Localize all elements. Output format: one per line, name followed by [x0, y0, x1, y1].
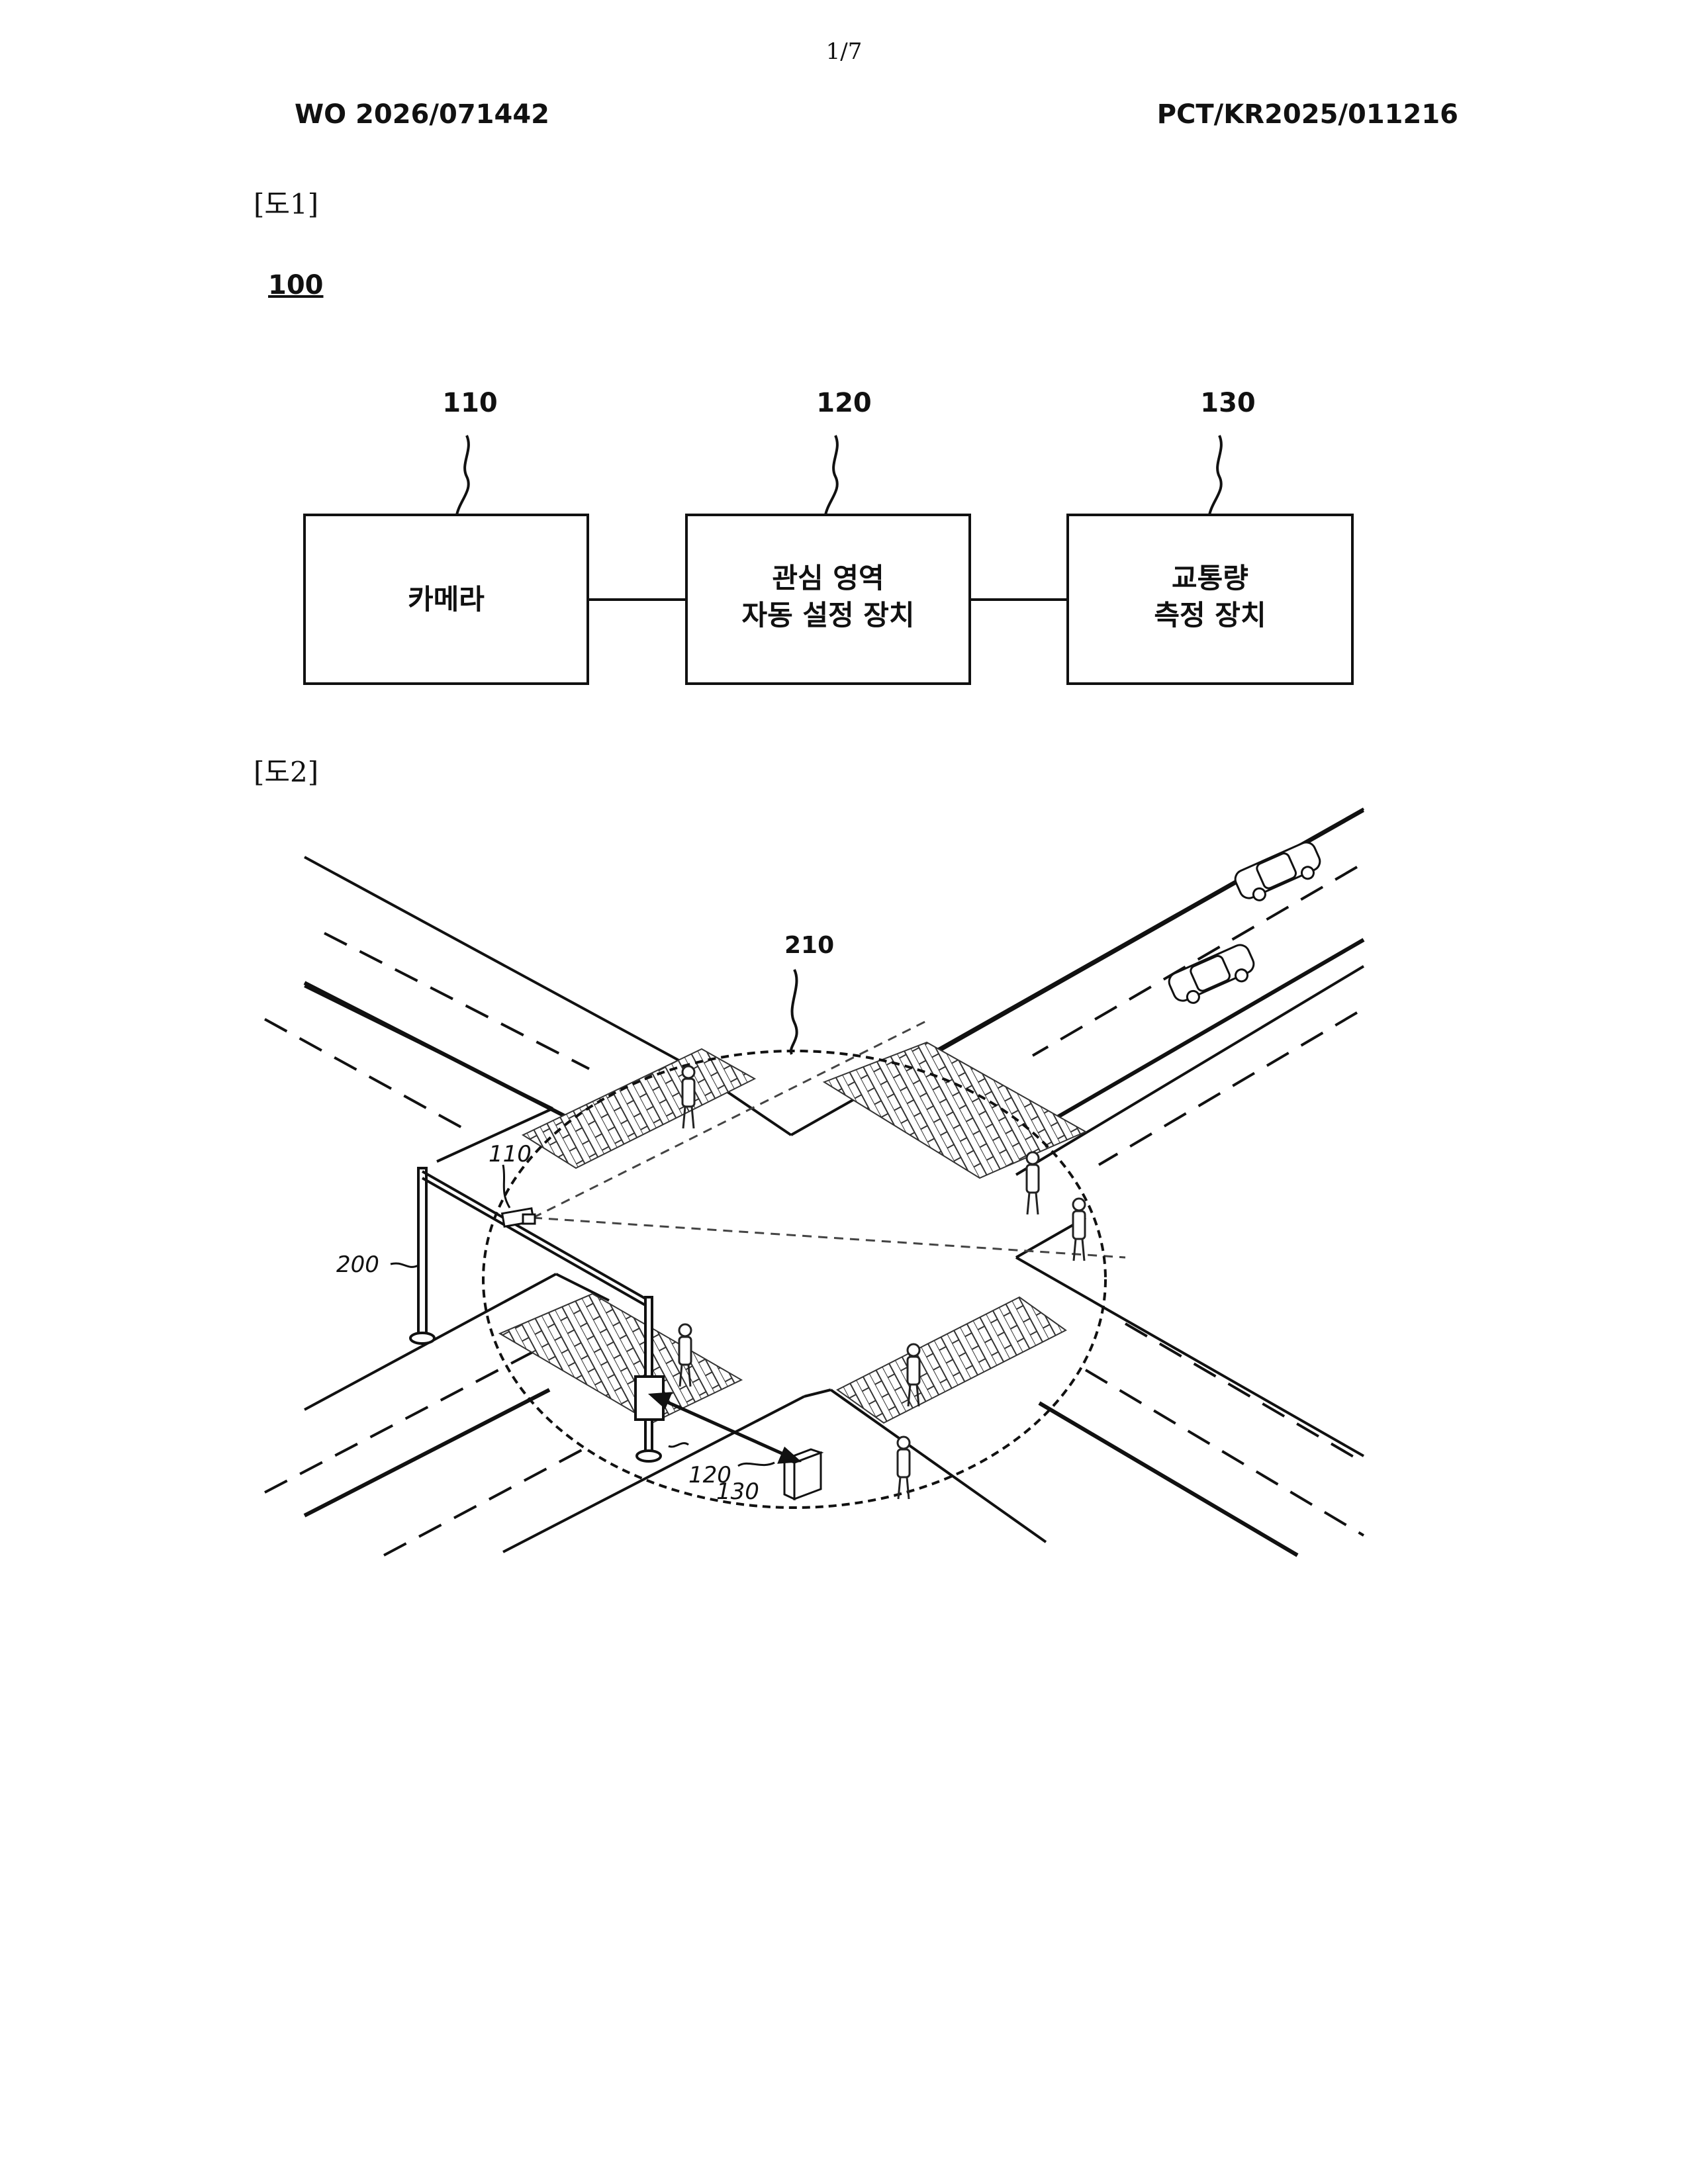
- leader-120: [825, 435, 837, 515]
- block-diagram: 110 120 130 카메라 관심 영역 자동 설정 장치 교통량 측정 장치: [0, 371, 1688, 715]
- block-roi-label-2: 자동 설정 장치: [741, 599, 914, 631]
- block-roi-label-1: 관심 영역: [772, 562, 884, 594]
- application-number: PCT/KR2025/011216: [1157, 99, 1458, 130]
- crosswalks: [500, 1042, 1086, 1423]
- leader-210: [791, 970, 797, 1054]
- ref-130: 130: [1200, 388, 1256, 418]
- ref-device-130: 130: [716, 1479, 759, 1505]
- block-camera-label: 카메라: [408, 583, 485, 615]
- camera-110: [502, 1208, 535, 1227]
- system-reference: 100: [268, 270, 324, 300]
- figure-1-label: [도1]: [254, 182, 318, 222]
- ref-210: 210: [784, 932, 834, 959]
- communication-arrow: [652, 1394, 798, 1462]
- ref-pole-200: 200: [336, 1251, 379, 1278]
- block-traffic-label-1: 교통량: [1172, 562, 1248, 594]
- ref-120: 120: [816, 388, 872, 418]
- ref-110: 110: [442, 388, 498, 418]
- page-number: 1/7: [0, 38, 1688, 65]
- leader-130: [1209, 435, 1221, 515]
- intersection-drawing: 210 110 200 120 130: [0, 794, 1688, 1602]
- lane-solid-lines: [305, 940, 1364, 1555]
- ref-camera-110: 110: [489, 1141, 532, 1167]
- publication-number: WO 2026/071442: [295, 99, 549, 130]
- leader-110: [457, 435, 469, 515]
- vehicles: [1166, 839, 1325, 1009]
- figure-2-label: [도2]: [254, 750, 318, 790]
- block-traffic-label-2: 측정 장치: [1154, 599, 1266, 631]
